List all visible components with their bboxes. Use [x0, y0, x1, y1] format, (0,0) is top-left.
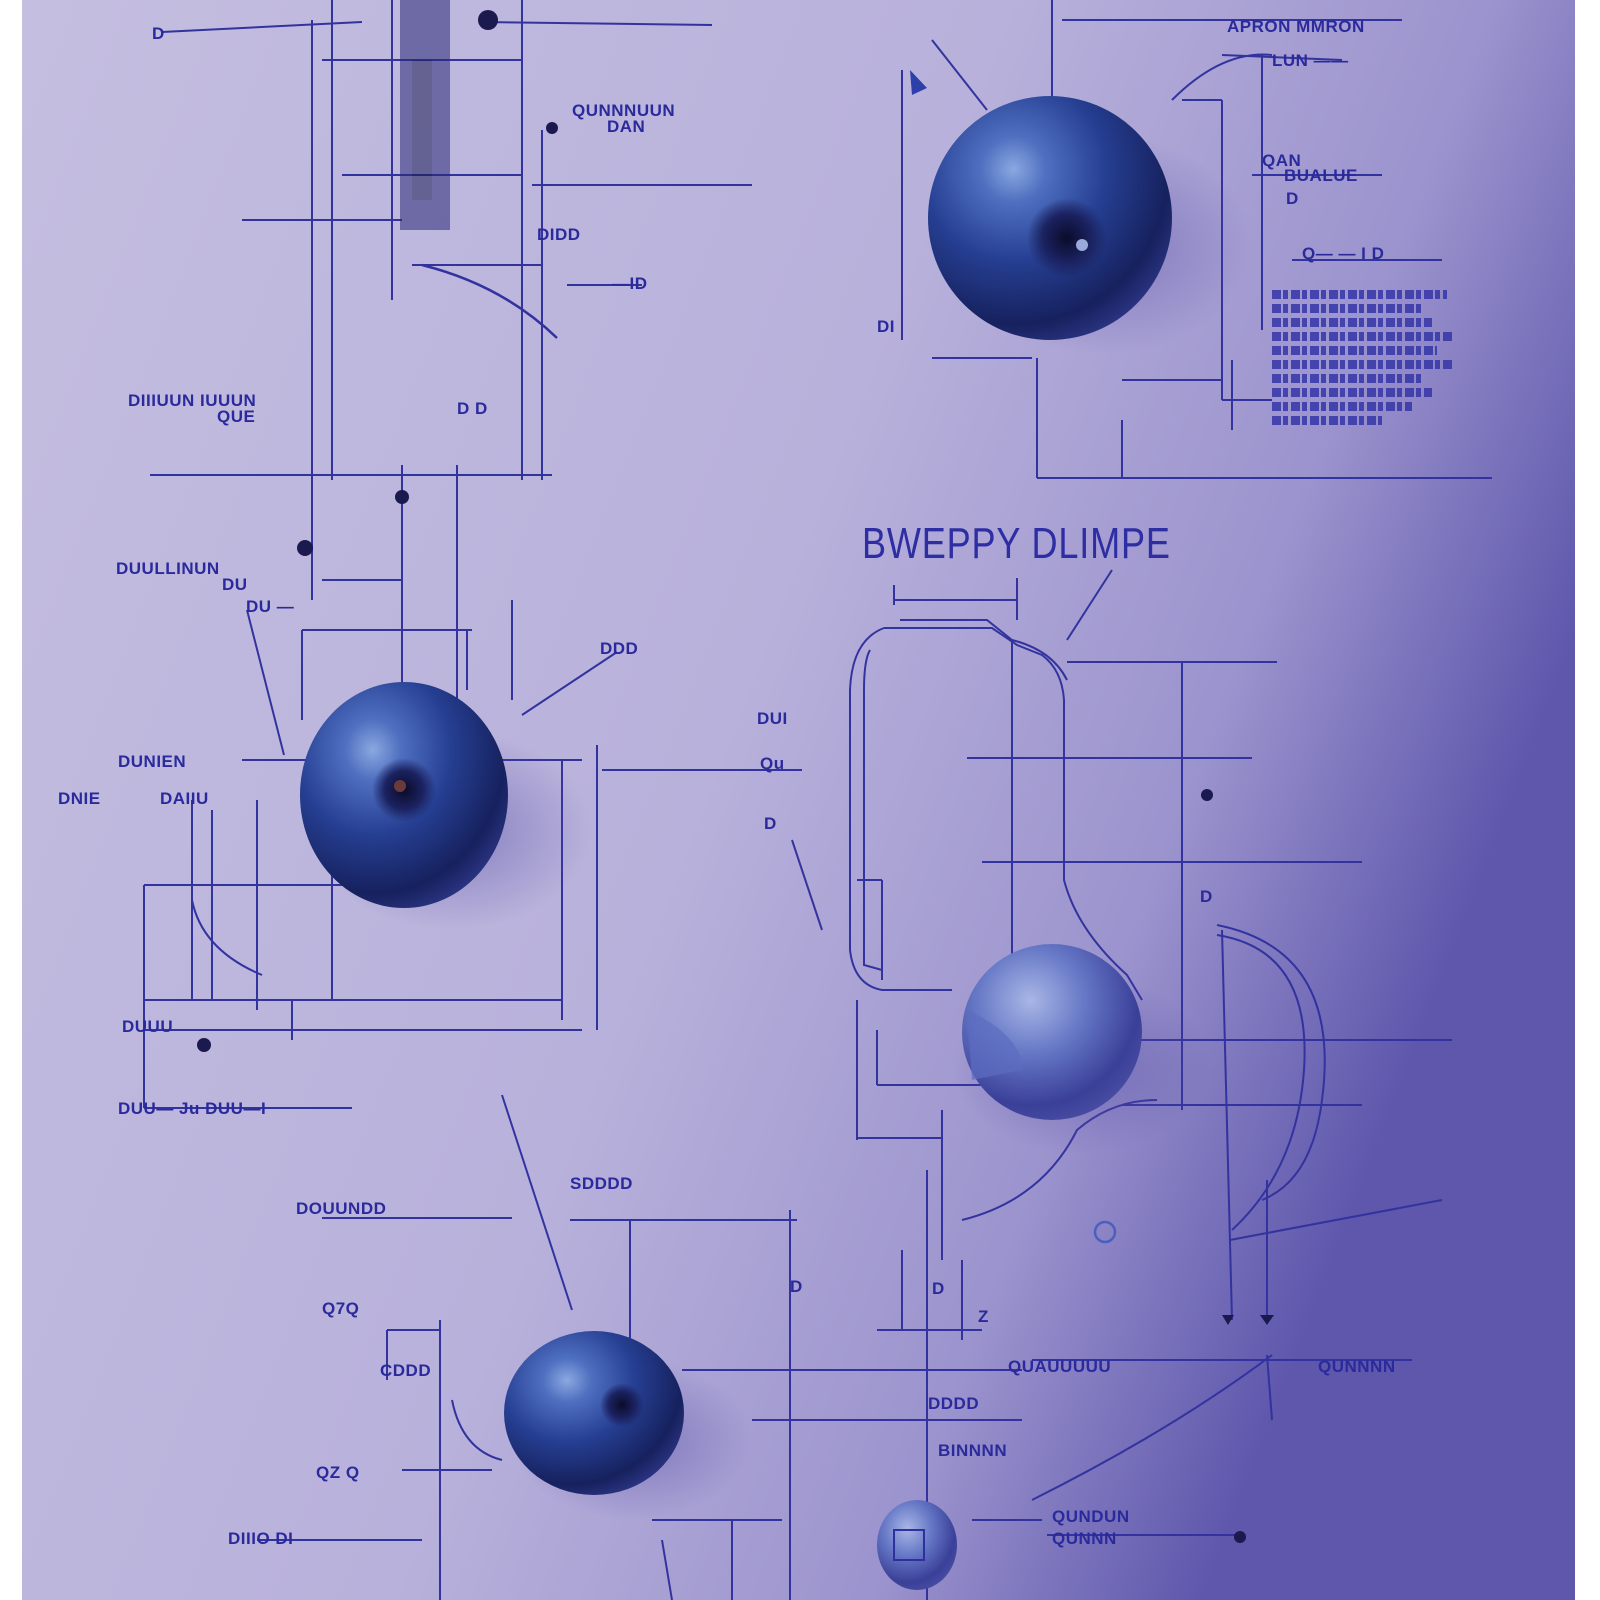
- label-top-right-sub2: QAN: [1262, 151, 1302, 170]
- label-bottom-f: DIIIO DI: [228, 1529, 294, 1548]
- label-top-right-sub3: BUALUE: [1284, 166, 1358, 185]
- label-top-right-sub6: DI: [877, 317, 895, 336]
- label-mid-left-c: DU —: [246, 597, 295, 616]
- label-bottom-h: QUNNNN: [1318, 1357, 1396, 1376]
- top-left-schematic: [150, 0, 752, 700]
- label-bottom-a: DOUUNDD: [296, 1199, 387, 1218]
- right-pin-2: [1260, 1315, 1274, 1325]
- label-mid-left-f: DAIIU: [160, 789, 209, 808]
- label-top-left-a: D: [152, 24, 165, 43]
- label-top-right-heading: APRON MMRON: [1227, 17, 1365, 36]
- label-top-left-c: DAN: [607, 117, 646, 136]
- label-bottom-j: D: [790, 1277, 803, 1296]
- blueberry-bottom: [504, 1331, 684, 1495]
- top-right-curve-mark: [910, 70, 927, 95]
- label-bottom-i: DDDD: [928, 1394, 980, 1413]
- paper-background: [22, 0, 1575, 1600]
- label-bottom-g: QUAUUUUU: [1008, 1357, 1112, 1376]
- right-pin-1: [1222, 1315, 1234, 1325]
- label-mid-b: Qu: [760, 754, 785, 773]
- label-right-a: D: [1200, 887, 1213, 906]
- label-mid-callout: DDD: [600, 639, 639, 658]
- label-bottom-l: Z: [978, 1307, 989, 1326]
- label-mid-c: D: [764, 814, 777, 833]
- blueberry-top-right: [928, 96, 1172, 340]
- label-top-right-sub5: Q— — I D: [1302, 244, 1385, 263]
- label-top-left-h: D D: [457, 399, 488, 418]
- label-mid-left-g: DUUU: [122, 1017, 174, 1036]
- label-top-left-f: DIIIUUN IUUUN: [128, 391, 257, 410]
- blueberry-middle-left: [300, 682, 508, 908]
- blueprint-sheet: BWEPPY DLIMPE APRON MMRON LUN —— QAN BUA…: [22, 0, 1575, 1600]
- blueberry-bottom-partial: [877, 1500, 957, 1590]
- top-left-dot-2: [546, 122, 558, 134]
- label-mid-left-d: DUNIEN: [118, 752, 187, 771]
- label-top-left-e: —ID: [612, 274, 648, 293]
- bottom-dot-1: [1234, 1531, 1246, 1543]
- blueprint-drawing: [22, 0, 1575, 1600]
- label-top-right-sub4: D: [1286, 189, 1299, 208]
- sheet-title: BWEPPY DLIMPE: [862, 519, 1171, 568]
- label-top-left-g: QUE: [217, 407, 256, 426]
- middle-left-dot: [197, 1038, 211, 1052]
- label-top-right-sub1: LUN ——: [1272, 51, 1349, 70]
- bottom-schematic: [257, 1094, 1412, 1600]
- top-left-ink-smudge: [400, 0, 450, 230]
- top-right-text-block: [1272, 290, 1452, 430]
- label-bottom-m: BINNNN: [938, 1441, 1008, 1460]
- label-bottom-n: QUNDUN: [1052, 1507, 1130, 1526]
- top-left-dot-1: [478, 10, 498, 30]
- label-mid-left-e: DNIE: [58, 789, 101, 808]
- label-bottom-b: SDDDD: [570, 1174, 633, 1193]
- label-top-left-b: QUNNNUUN: [572, 101, 676, 120]
- label-mid-left-h: DUU— Ju DUU—I: [118, 1099, 267, 1118]
- label-bottom-e: QZ Q: [316, 1463, 360, 1482]
- top-left-dot-4: [297, 540, 313, 556]
- right-dot-1: [1201, 789, 1213, 801]
- label-bottom-k: D: [932, 1279, 945, 1298]
- label-bottom-d: CDDD: [380, 1361, 432, 1380]
- top-left-dot-3: [395, 490, 409, 504]
- blueberry-right: [962, 944, 1142, 1120]
- label-top-left-d: DIDD: [537, 225, 581, 244]
- label-bottom-o: QUNNN: [1052, 1529, 1117, 1548]
- label-mid-left-a: DUULLINUN: [116, 559, 220, 578]
- label-bottom-c: Q7Q: [322, 1299, 360, 1318]
- right-ring: [1093, 1220, 1117, 1244]
- label-mid-left-b: DU: [222, 575, 248, 594]
- label-mid-a: DUI: [757, 709, 788, 728]
